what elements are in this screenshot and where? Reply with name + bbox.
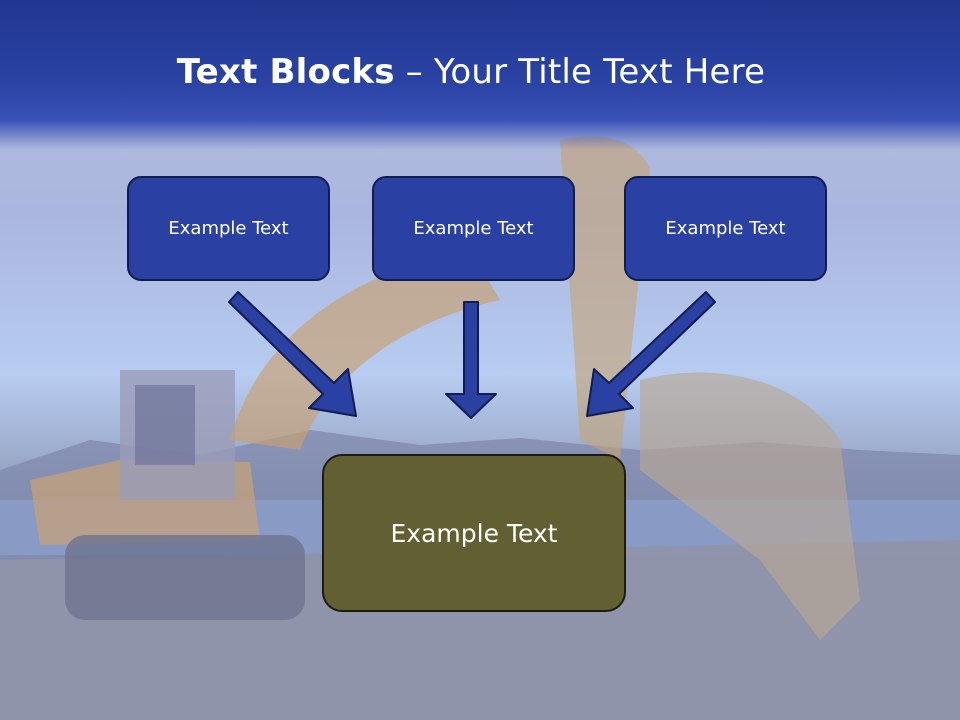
text-block-label: Example Text [413,218,534,239]
text-block-label: Example Text [168,218,289,239]
text-block-bottom[interactable]: Example Text [322,454,626,612]
title-rest: Your Title Text Here [433,52,766,92]
title-bold: Text Blocks [176,52,395,92]
text-block-top-left[interactable]: Example Text [127,176,330,281]
page-title: Text Blocks – Your Title Text Here [0,52,942,92]
text-block-top-right[interactable]: Example Text [624,176,827,281]
title-separator: – [394,52,434,92]
text-block-top-center[interactable]: Example Text [372,176,575,281]
text-block-label: Example Text [390,518,558,548]
title-bar [0,0,960,150]
text-block-label: Example Text [665,218,786,239]
